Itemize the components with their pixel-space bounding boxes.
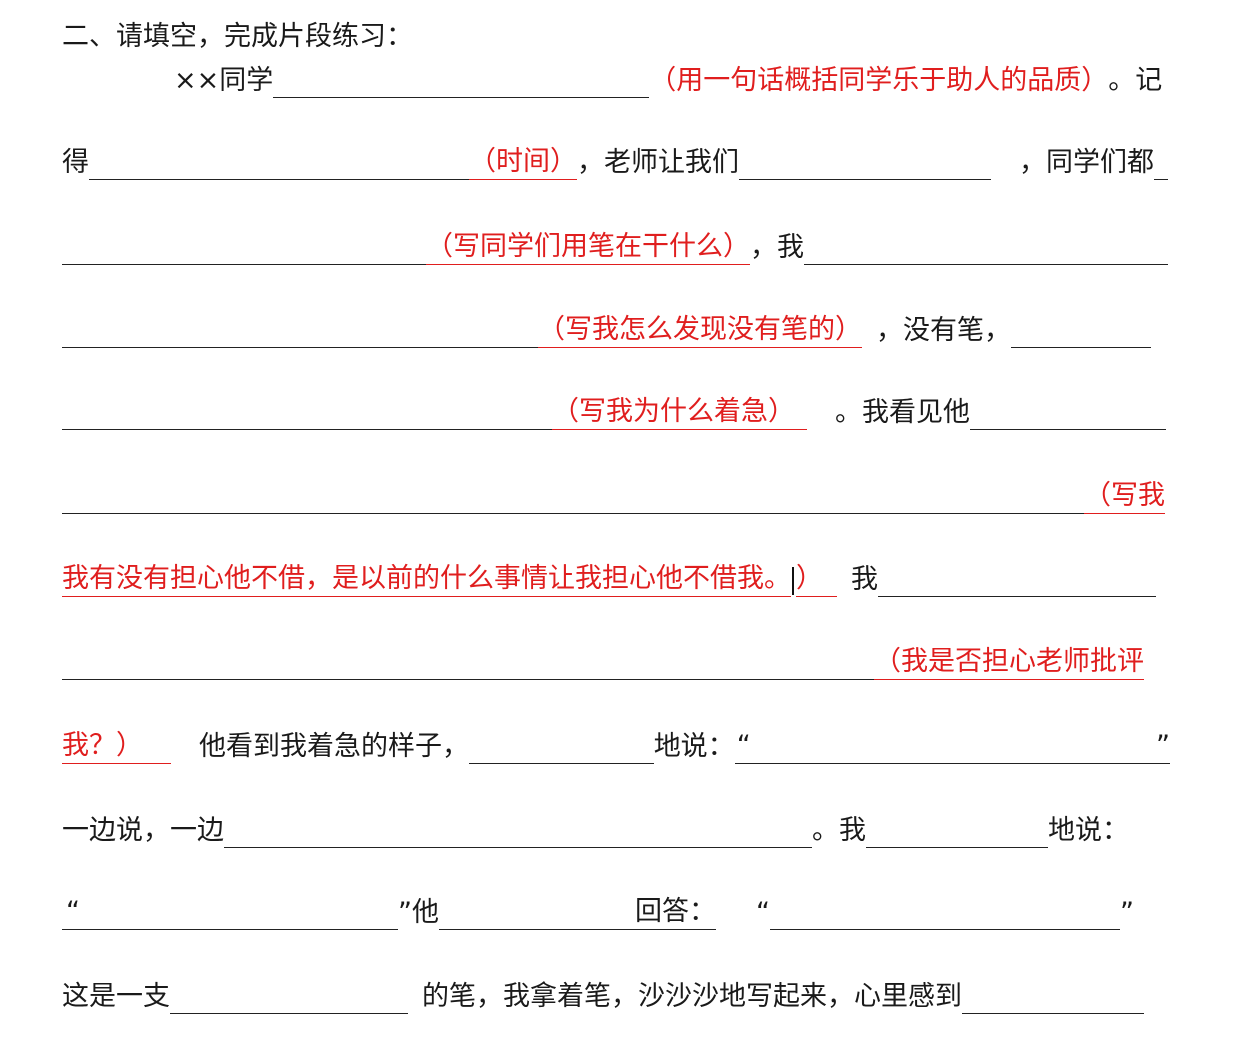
text-segment: 地说：	[653, 731, 735, 762]
text-segment: 得	[62, 147, 89, 178]
blank-field[interactable]	[62, 234, 426, 265]
blank-field[interactable]	[62, 399, 552, 430]
line-8: （我是否担心老师批评	[62, 640, 1170, 680]
line-10: 一边说，一边 。我 地说：	[62, 808, 1170, 848]
hint-text: （写同学们用笔在干什么）	[426, 230, 750, 265]
hint-text: 我？）	[62, 729, 171, 764]
hint-text: （时间）	[469, 145, 577, 180]
line-11: “ ”他 回答： “ ”	[62, 890, 1170, 930]
text-segment: ，同学们都	[1019, 147, 1154, 178]
text-segment: ，没有笔，	[876, 315, 1011, 346]
line-3: （写同学们用笔在干什么） ，我	[62, 225, 1170, 265]
line-5: （写我为什么着急） 。我看见他	[62, 390, 1170, 430]
blank-field[interactable]	[439, 899, 635, 930]
blank-field[interactable]	[1011, 317, 1151, 348]
text-segment: 的笔，我拿着笔，沙沙沙地写起来，心里感到	[422, 981, 962, 1012]
section-heading: 二、请填空，完成片段练习：	[62, 14, 1170, 54]
text-segment: ，我	[750, 232, 804, 263]
blank-field[interactable]	[866, 817, 1048, 848]
line-6: （写我	[62, 474, 1170, 514]
blank-field[interactable]	[170, 983, 408, 1014]
line-2: 得 （时间） ，老师让我们 ，同学们都	[62, 140, 1170, 180]
blank-field[interactable]	[224, 817, 812, 848]
line-4: （写我怎么发现没有笔的） ，没有笔，	[62, 308, 1170, 348]
blank-field[interactable]	[804, 234, 1168, 265]
hint-text: （写我怎么发现没有笔的）	[538, 313, 862, 348]
hint-text: （我是否担心老师批评	[874, 645, 1144, 680]
hint-text: （写我为什么着急）	[552, 395, 807, 430]
blank-field[interactable]	[62, 483, 1084, 514]
text-segment: 他看到我着急的样子，	[199, 731, 469, 762]
quote-blank-field[interactable]: “	[62, 896, 398, 930]
blank-field[interactable]	[62, 317, 538, 348]
text-segment: 。我看见他	[835, 397, 970, 428]
quote-blank-field[interactable]: “ ”	[734, 730, 1170, 764]
text-segment: “	[756, 897, 770, 928]
hint-text: 我有没有担心他不借，是以前的什么事情让我担心他不借我。	[62, 562, 791, 597]
blank-field[interactable]	[878, 566, 1156, 597]
line-12: 这是一支 的笔，我拿着笔，沙沙沙地写起来，心里感到	[62, 974, 1170, 1014]
blank-field[interactable]	[1154, 149, 1168, 180]
text-segment: 我	[851, 564, 878, 595]
close-quote: ”	[1156, 730, 1170, 761]
hint-text: （用一句话概括同学乐于助人的品质）	[649, 65, 1109, 96]
text-cursor	[792, 567, 794, 595]
blank-field[interactable]	[469, 733, 654, 764]
line-9: 我？） 他看到我着急的样子， 地说： “ ”	[62, 724, 1170, 764]
text-segment: 。记	[1108, 65, 1163, 96]
text-segment: 这是一支	[62, 981, 170, 1012]
blank-field[interactable]	[770, 899, 1120, 930]
blank-field[interactable]	[970, 399, 1166, 430]
text-segment: 回答：	[635, 895, 716, 930]
text-segment: ”他	[398, 897, 439, 928]
open-quote: “	[736, 730, 751, 761]
text-segment: 。我	[812, 815, 866, 846]
text-segment: ”	[1120, 897, 1134, 928]
blank-field[interactable]	[89, 149, 469, 180]
open-quote: “	[66, 896, 80, 927]
line-7: 我有没有担心他不借，是以前的什么事情让我担心他不借我。 ） 我	[62, 557, 1170, 597]
student-name: ××同学	[174, 65, 274, 96]
text-segment: 一边说，一边	[62, 815, 224, 846]
hint-text: ）	[796, 562, 837, 597]
blank-field[interactable]	[62, 649, 874, 680]
section-heading-text: 二、请填空，完成片段练习：	[62, 21, 413, 52]
blank-field[interactable]	[273, 67, 650, 98]
blank-field[interactable]	[962, 983, 1144, 1014]
blank-field[interactable]	[739, 149, 991, 180]
text-segment: ，老师让我们	[577, 147, 739, 178]
line-1: ××同学 （用一句话概括同学乐于助人的品质） 。记	[62, 58, 1170, 98]
hint-text: （写我	[1084, 479, 1165, 514]
text-segment: 地说：	[1048, 815, 1129, 846]
